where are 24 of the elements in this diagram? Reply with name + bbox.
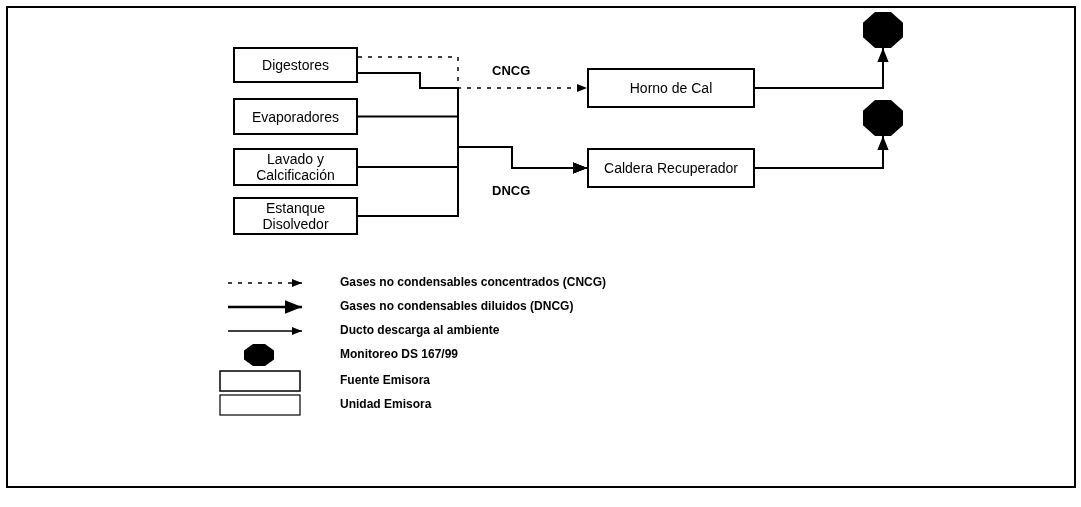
process-box bbox=[233, 98, 358, 135]
box-label: Caldera Recuperador bbox=[604, 160, 738, 176]
legend-text: Fuente Emisora bbox=[340, 373, 431, 387]
connector-arrow bbox=[754, 135, 889, 169]
connector-arrow bbox=[357, 56, 588, 93]
process-box bbox=[587, 148, 755, 188]
process-box bbox=[233, 148, 358, 186]
legend-text: Unidad Emisora bbox=[340, 397, 432, 411]
box-label: Horno de Cal bbox=[629, 80, 713, 96]
connector-arrow bbox=[754, 47, 889, 89]
edge-label: DNCG bbox=[490, 183, 533, 198]
box-label: Estanque Disolvedor bbox=[261, 200, 330, 232]
process-box bbox=[233, 197, 358, 235]
legend-text: Monitoreo DS 167/99 bbox=[340, 347, 459, 361]
edge-label: CNCG bbox=[490, 63, 533, 78]
connector-arrow bbox=[357, 146, 588, 217]
box-label: Lavado y Calcificación bbox=[255, 151, 336, 183]
legend-text: Gases no condensables concentrados (CNCG) bbox=[340, 275, 607, 289]
legend-text: Ducto descarga al ambiente bbox=[340, 323, 500, 337]
legend-text: Gases no condensables diluidos (DNCG) bbox=[340, 299, 574, 313]
box-label: Digestores bbox=[262, 57, 329, 73]
box-label: Evaporadores bbox=[251, 108, 340, 125]
process-box bbox=[233, 47, 358, 83]
process-box bbox=[587, 68, 755, 108]
